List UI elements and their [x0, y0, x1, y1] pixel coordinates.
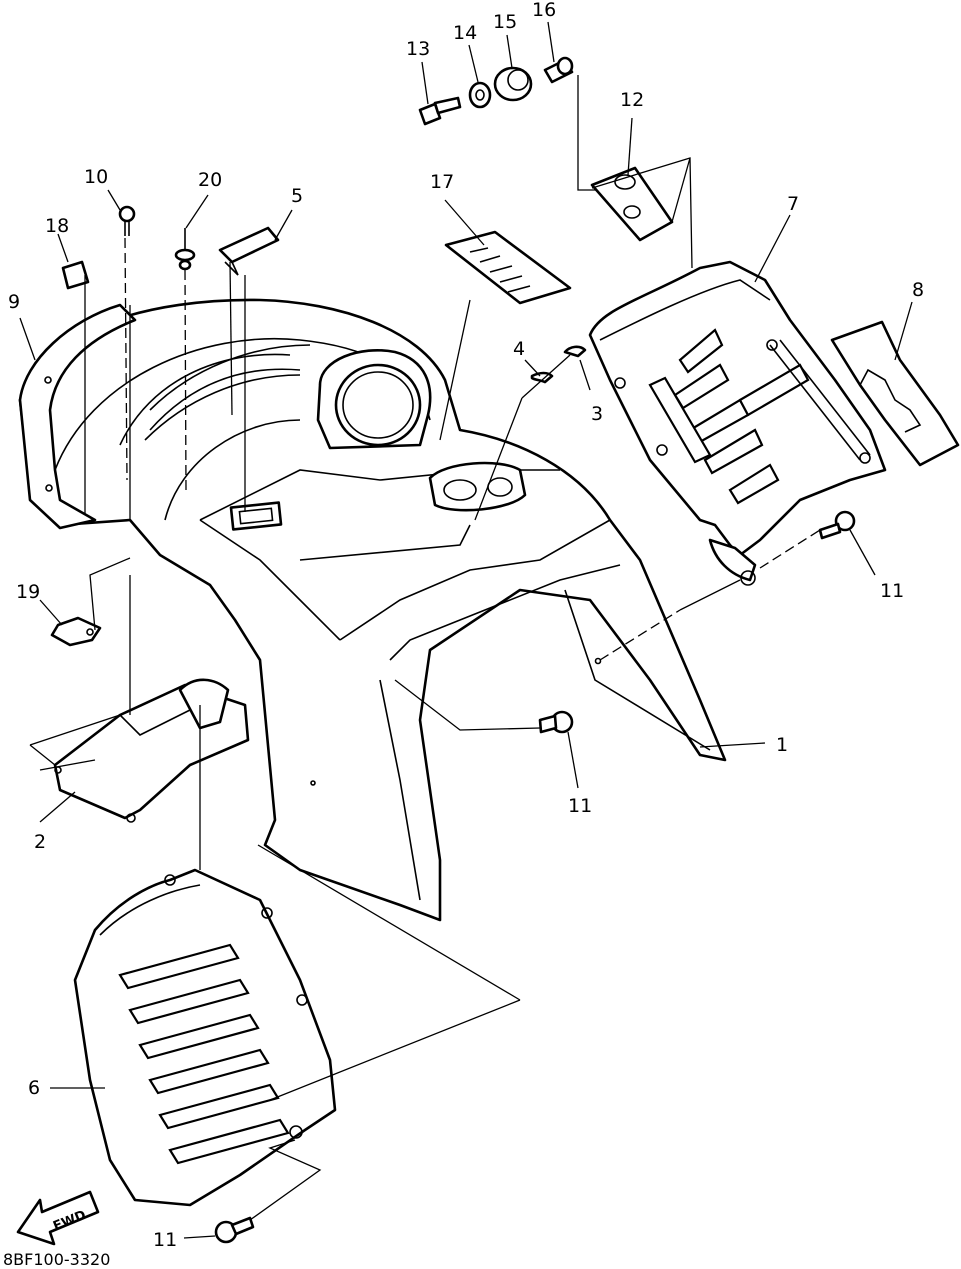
part-17-decal: [444, 230, 572, 305]
callout-5: 5: [291, 185, 303, 207]
part-3-clip: [563, 345, 587, 358]
part-5-clip: [218, 226, 280, 276]
callout-6: 6: [28, 1077, 40, 1099]
part-11-bolt-bottom: [214, 1216, 255, 1244]
part-11-bolt-right: [818, 510, 856, 540]
leader-lines: [19, 21, 913, 1239]
callout-labels: 1 2 3 4 5 6 7 8 9 10 11 11 11 12 13 14 1…: [8, 0, 924, 1251]
callout-11-right: 11: [880, 580, 904, 602]
part-16-collar: [543, 56, 574, 84]
callout-3: 3: [591, 403, 603, 425]
callout-1: 1: [776, 734, 788, 756]
callout-19: 19: [16, 581, 40, 603]
callout-7: 7: [787, 193, 799, 215]
callout-10: 10: [84, 166, 108, 188]
part-2-front-piece: [53, 678, 250, 823]
drawing-code: 8BF100-3320: [3, 1250, 110, 1269]
callout-2: 2: [34, 831, 46, 853]
fwd-arrow: FWD: [16, 1190, 100, 1246]
front-fender-body: [18, 298, 727, 922]
part-7-right-side-panel: [588, 260, 887, 586]
part-13-bolt: [418, 96, 462, 126]
part-8-strip: [830, 320, 960, 467]
part-18-cap: [61, 260, 90, 290]
callout-11-bottom: 11: [153, 1229, 177, 1251]
callout-16: 16: [532, 0, 556, 21]
callout-17: 17: [430, 171, 454, 193]
callout-9: 9: [8, 291, 20, 313]
callout-18: 18: [45, 215, 69, 237]
callout-14: 14: [453, 22, 477, 44]
callout-15: 15: [493, 11, 517, 33]
callout-20: 20: [198, 169, 222, 191]
part-14-washer: [468, 81, 492, 109]
part-6-left-side-panel: [73, 868, 337, 1207]
part-11-bolt-center: [538, 710, 574, 734]
part-15-grommet: [493, 66, 533, 102]
part-20-clip: [174, 228, 196, 271]
part-19-bracket: [50, 616, 102, 647]
part-9-inner-panel: [18, 303, 137, 530]
callout-13: 13: [406, 38, 430, 60]
callout-8: 8: [912, 279, 924, 301]
callout-11-center: 11: [568, 795, 592, 817]
callout-4: 4: [513, 338, 525, 360]
part-12-bracket: [590, 166, 674, 242]
callout-12: 12: [620, 89, 644, 111]
part-10-screw: [118, 205, 136, 236]
